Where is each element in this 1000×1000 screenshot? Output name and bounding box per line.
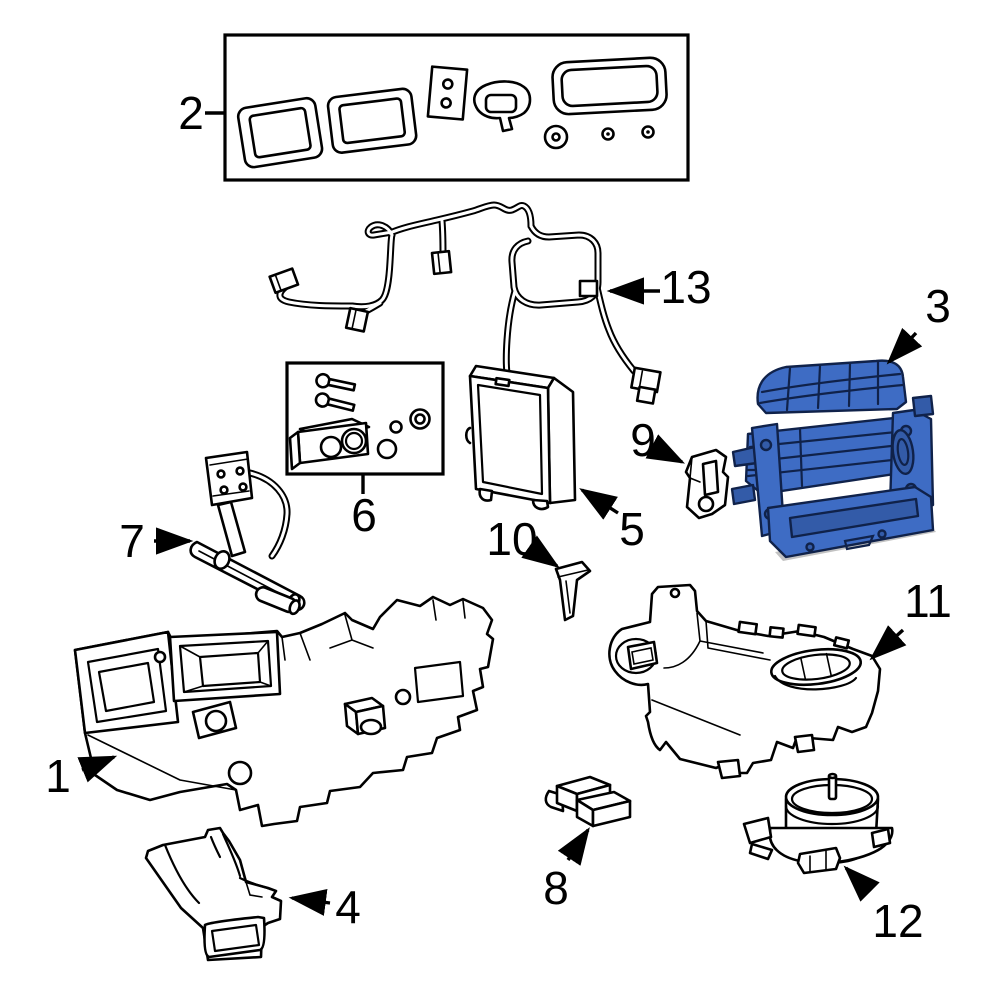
- callout-8-label: 8: [543, 862, 569, 914]
- callout-4-label: 4: [335, 881, 361, 933]
- part-6-hardware-kit-box: [285, 361, 445, 476]
- callout-9-label: 9: [630, 414, 656, 466]
- part-4-floor-duct: [144, 826, 283, 962]
- part-13-wiring-harness: [268, 201, 662, 405]
- callout-9-arrow: [645, 434, 686, 464]
- part-8-blower-resistor: [544, 775, 632, 828]
- part-1-main-hvac-housing: [73, 586, 495, 828]
- callout-1-label: 1: [45, 750, 71, 802]
- part-2-seal-kit-box: [223, 33, 690, 182]
- callout-4-arrow: [288, 888, 331, 916]
- callout-3-arrow: [886, 327, 923, 365]
- part-3-evaporator-case-highlighted: [730, 359, 936, 561]
- callout-2-label: 2: [178, 87, 204, 139]
- part-5-evaporator-core: [464, 364, 577, 511]
- callout-11-arrow: [869, 625, 907, 661]
- callout-7-label: 7: [119, 515, 145, 567]
- part-9-bracket: [684, 448, 730, 520]
- callout-5-label: 5: [619, 503, 645, 555]
- part-7-mounting-bracket: [189, 450, 306, 612]
- callout-11-label: 11: [904, 575, 952, 627]
- callout-8-arrow: [557, 827, 590, 866]
- callout-6-label: 6: [351, 489, 377, 541]
- callout-13-label: 13: [660, 261, 711, 313]
- callout-10-label: 10: [486, 513, 537, 565]
- callout-12-arrow: [843, 865, 880, 902]
- callout-3-label: 3: [925, 280, 951, 332]
- callout-5-arrow: [579, 488, 619, 520]
- part-10-strap: [554, 560, 592, 622]
- part-12-blower-motor: [742, 772, 894, 875]
- part-11-blower-housing: [608, 583, 882, 780]
- callout-1-arrow: [77, 755, 118, 783]
- callout-12-label: 12: [872, 895, 923, 947]
- callout-10-arrow: [521, 535, 560, 568]
